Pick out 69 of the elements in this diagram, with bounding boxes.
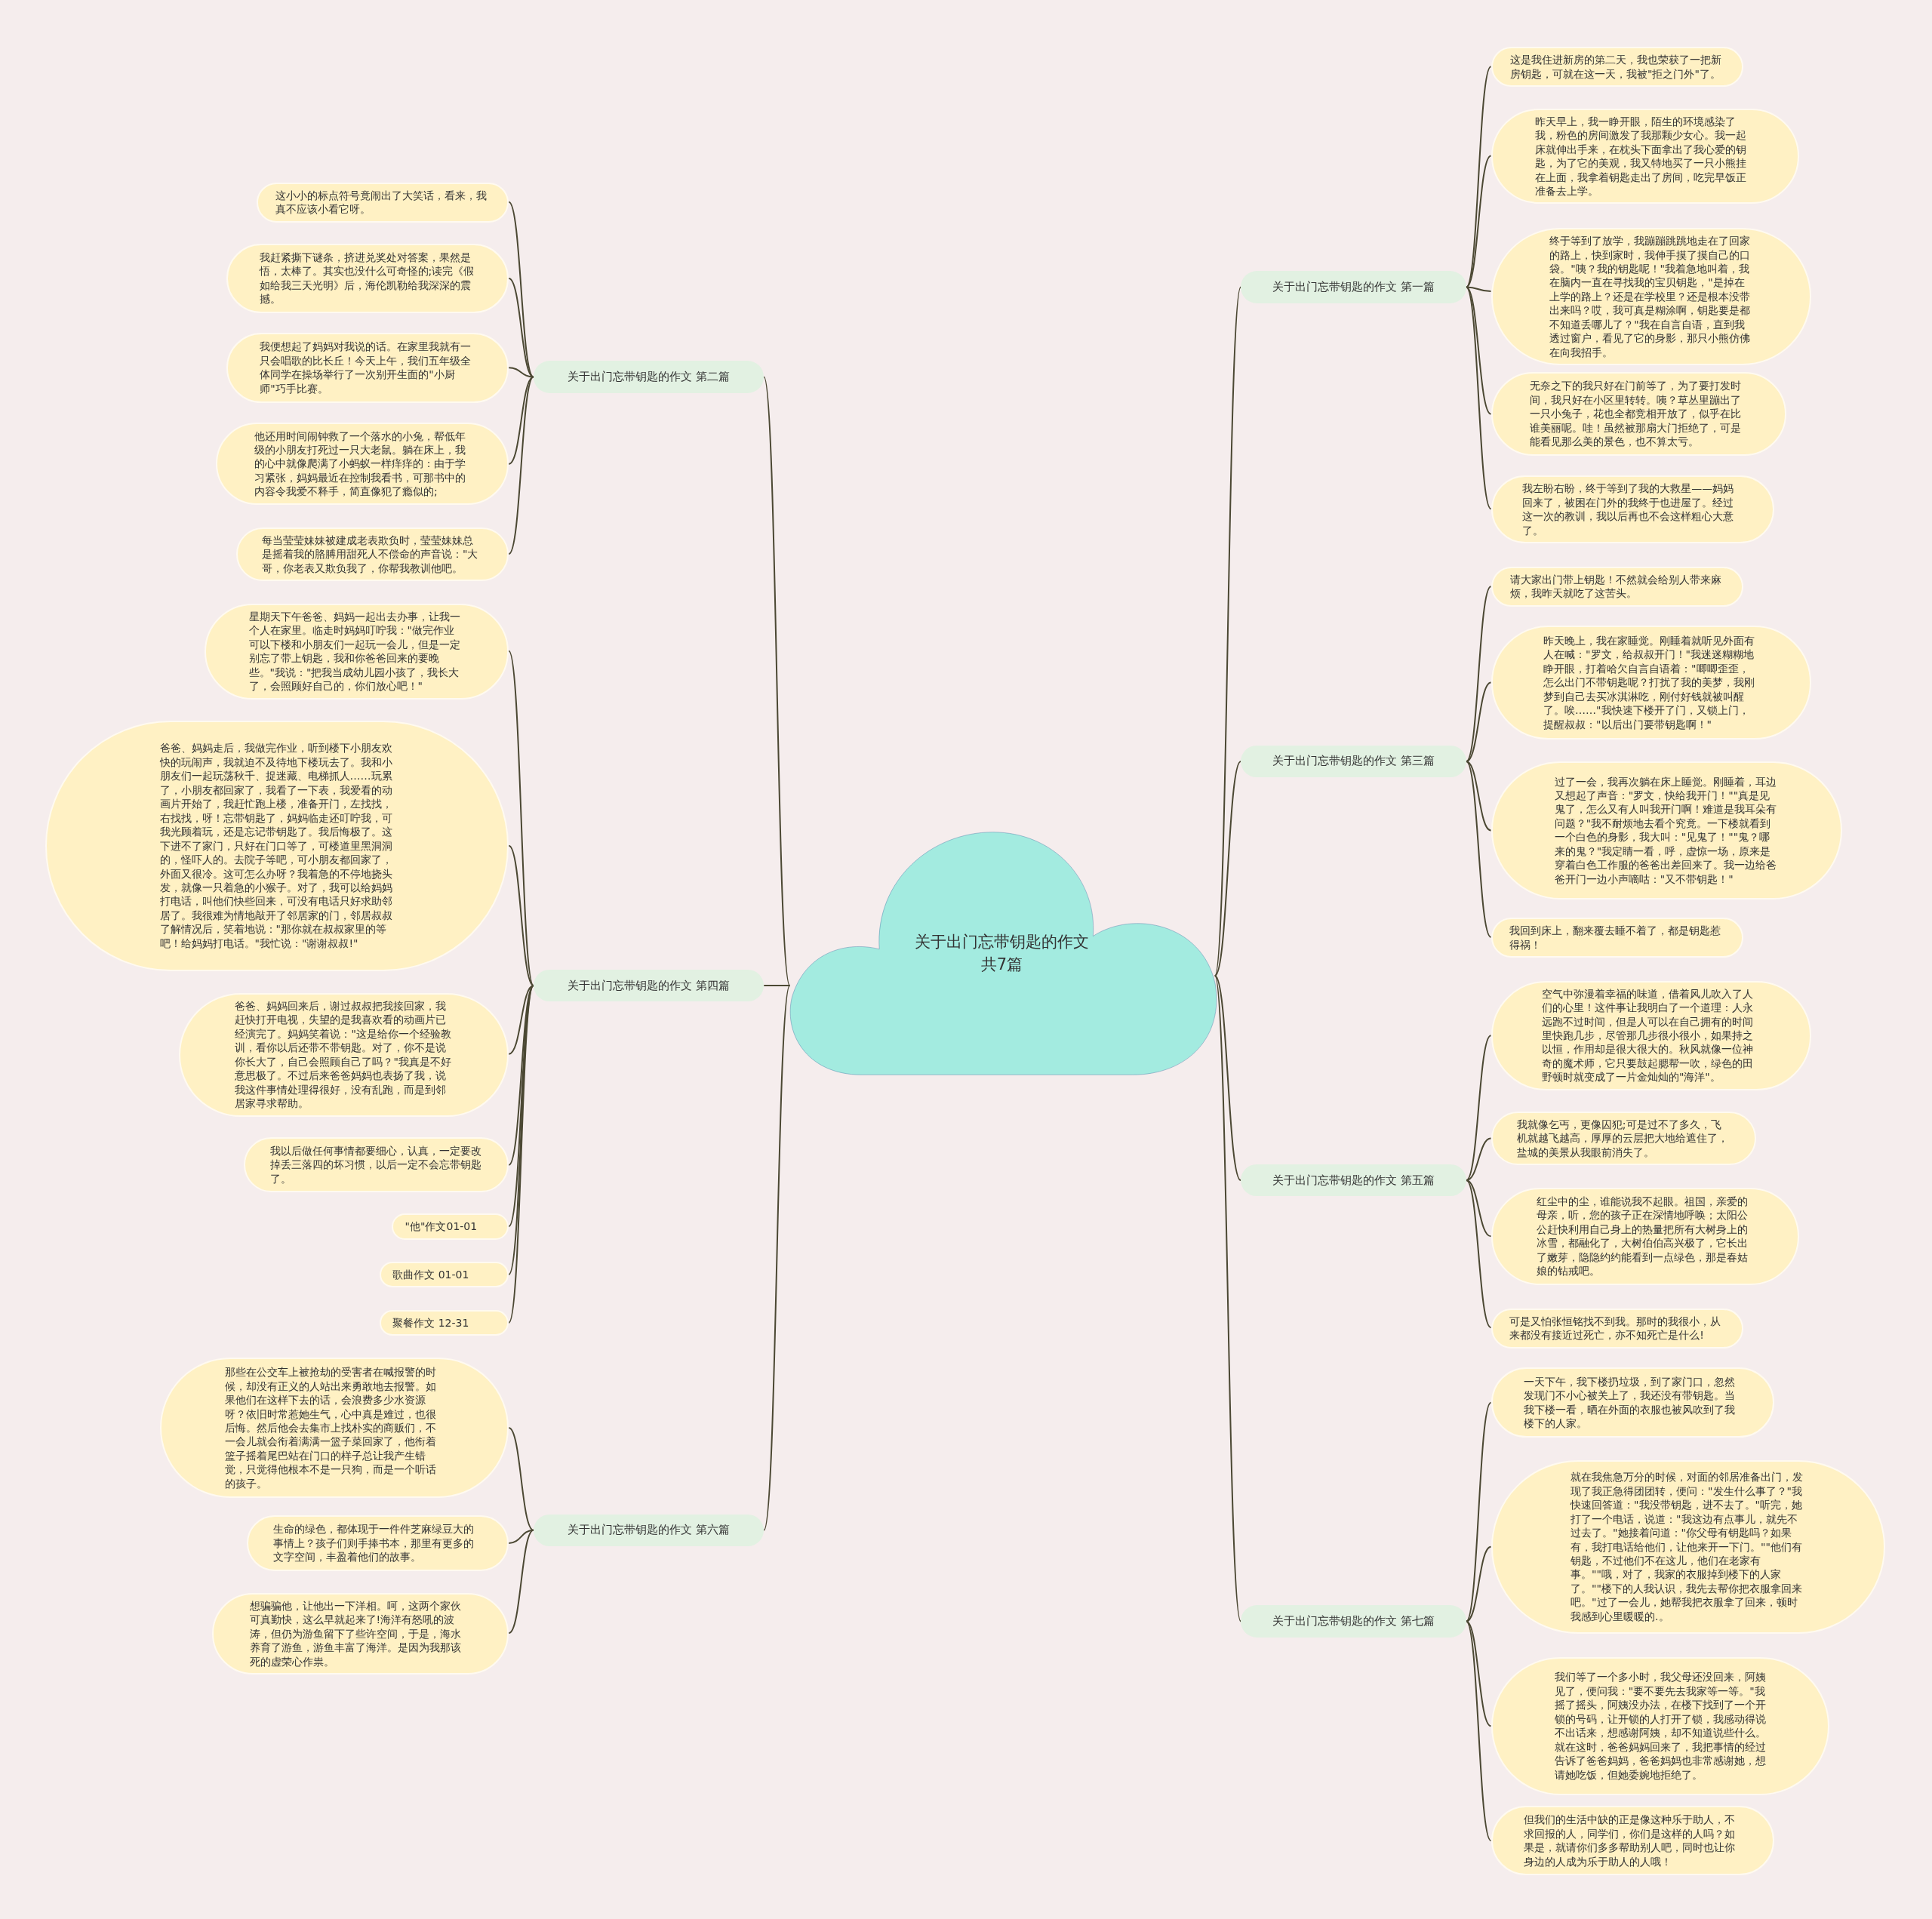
connector-line	[763, 376, 791, 987]
essay-excerpt: 我们等了一个多小时，我父母还没回来，阿姨见了，便问我："要不要先去我家等一等。"我摇了摇头，阿姨没办法，在楼下找到了一个开锁的号码，让开锁的人打开了锁，我感动得说不出话来，想感谢阿姨，却不知道说些什么。就在这时，爸爸妈妈回来了，我把事情的经过告诉了爸爸妈妈，爸爸妈妈也非常感谢她，想请她吃饭，但她委婉地拒绝了。	[1554, 1670, 1767, 1782]
article-link: 聚餐作文 12-31	[392, 1315, 469, 1330]
topic-pill: 关于出门忘带钥匙的作文 第六篇	[533, 1514, 764, 1546]
essay-excerpt: 我回到床上，翻来覆去睡不着了，都是钥匙惹得祸！	[1509, 924, 1722, 952]
article-link: "他"作文01-01	[405, 1219, 478, 1234]
essay-excerpt: 每当莹莹妹妹被建成老表欺负时，莹莹妹妹总是摇着我的胳膊用甜死人不偿命的声音说："大哥，你老表又欺负我了，你帮我教训他吧。	[262, 533, 479, 576]
connector-line	[1465, 286, 1492, 510]
essay-excerpt: 爸爸、妈妈回来后，谢过叔叔把我接回家，我赶快打开电视，失望的是我喜欢看的动画片已经演完了。妈妈笑着说："这是给你一个经验教训，看你以后还带不带钥匙。对了，你不是说你长大了，自己会照顾自己了吗？"我真是不好意思极了。不过后来爸爸妈妈也表扬了我，说我这件事情处理得很好，没有乱跑，而是到邻居家寻求帮助。	[235, 998, 452, 1111]
connector-line	[763, 985, 791, 1531]
essay-excerpt: 我赶紧撕下谜条，挤进兑奖处对答案，果然是悟，太棒了。其实也没什么可奇怪的;读完《假如给我三天光明》后，海伦凯勒给我深深的震撼。	[259, 251, 475, 306]
essay-excerpt: 请大家出门带上钥匙！不然就会给别人带来麻烦，我昨天就吃了这苦头。	[1510, 573, 1722, 601]
connector-line	[1465, 155, 1492, 288]
connector-line	[508, 985, 534, 1055]
connector-line	[1214, 975, 1242, 1622]
essay-excerpt: 我以后做任何事情都要细心，认真，一定要改掉丢三落四的坏习惯，以后一定不会忘带钥匙了。	[270, 1143, 483, 1186]
connector-line	[508, 1427, 534, 1531]
essay-excerpt: 星期天下午爸爸、妈妈一起出去办事，让我一个人在家里。临走时妈妈叮咛我："做完作业可以下楼和小朋友们一起玩一会儿，但是一定别忘了带上钥匙，我和你爸爸回来的要晚些。"我说："把我当成幼儿园小孩了，我长大了，会照顾好自己的，你们放心吧！"	[248, 610, 461, 693]
connector-line	[1214, 975, 1242, 1182]
connector-line	[508, 985, 534, 1228]
text-bubble	[392, 1213, 509, 1240]
essay-excerpt: 红尘中的尘，谁能说我不起眼。祖国，亲爱的母亲，听，您的孩子正在深情地呼唤；太阳公公赶快利用自己身上的热量把所有大树身上的冰雪，都融化了，大树伯伯高兴极了，它长出了嫩芽，隐隐约约能看到一点绿色，那是春姑娘的钻戒吧。	[1536, 1194, 1749, 1278]
topic-pill: 关于出门忘带钥匙的作文 第一篇	[1241, 271, 1466, 303]
connector-line	[1465, 761, 1492, 938]
connector-line	[1214, 286, 1242, 977]
connector-line	[508, 376, 534, 555]
essay-excerpt: 昨天晚上，我在家睡觉。刚睡着就听见外面有人在喊："罗文，给叔叔开门！"我迷迷糊糊地睁开眼，打着哈欠自言自语着："唧唧歪歪，怎么出门不带钥匙呢？打扰了我的美梦，我刚梦到自己去买冰淇淋吃，刚付好钱就被叫醒了。唉……"我快速下楼开了门，又锁上门，提醒叔叔："以后出门要带钥匙啊！"	[1543, 633, 1756, 732]
connector-line	[508, 1529, 534, 1544]
essay-excerpt: 那些在公交车上被抢劫的受害者在喊报警的时候，却没有正义的人站出来勇敢地去报警。如果他们在这样下去的话，会浪费多少水资源呀？依旧时常惹她生气，心中真是难过，也很后悔。然后他会去集市上找朴实的商贩们，不一会儿就会衔着满满一篮子菜回家了，他衔着篮子摇着尾巴站在门口的样子总让我产生错觉，只觉得他根本不是一只狗，而是一个听话的孩子。	[225, 1365, 437, 1491]
essay-excerpt: 昨天早上，我一睁开眼，陌生的环境感染了我，粉色的房间激发了我那颗少女心。我一起床就伸出手来，在枕头下面拿出了我心爱的钥匙，为了它的美观，我又特地买了一只小熊挂在上面，我拿着钥匙走出了房间，吃完早饭正准备去上学。	[1535, 114, 1748, 198]
connector-line	[1465, 1620, 1492, 1842]
connector-line	[1465, 1137, 1492, 1182]
topic-pill: 关于出门忘带钥匙的作文 第五篇	[1241, 1164, 1466, 1197]
topic-pill: 关于出门忘带钥匙的作文 第七篇	[1241, 1605, 1466, 1638]
text-bubble	[379, 1309, 509, 1336]
essay-excerpt: 可是又怕张恒铭找不到我。那时的我很小，从来都没有接近过死亡，亦不知死亡是什么!	[1509, 1314, 1722, 1342]
essay-excerpt: 无奈之下的我只好在门前等了，为了要打发时间，我只好在小区里转转。咦？草丛里蹦出了一只小兔子，花也全都竞相开放了，似乎在比谁美丽呢。哇！虽然被那扇大门拒绝了，可是能看见那么美的景色，也不算太亏。	[1530, 379, 1743, 449]
essay-excerpt: 这小小的标点符号竟闹出了大笑话，看来，我真不应该小看它呀。	[275, 188, 488, 217]
essay-excerpt: 一天下午，我下楼扔垃圾，到了家门口，忽然发现门不小心被关上了，我还没有带钥匙。当我下楼一看，晒在外面的衣服也被风吹到了我楼下的人家。	[1524, 1374, 1737, 1431]
essay-excerpt: 这是我住进新房的第二天，我也荣获了一把新房钥匙，可就在这一天，我被"拒之门外"了。	[1510, 53, 1722, 81]
topic-pill: 关于出门忘带钥匙的作文 第二篇	[533, 361, 764, 393]
connector-line	[508, 367, 534, 378]
essay-excerpt: 空气中弥漫着幸福的味道，借着风儿吹入了人们的心里！这件事让我明白了一个道理：人永远跑不过时间，但是人可以在自己拥有的时间里快跑几步，尽管那几步很小很小，如果持之以恒，作用却是很大很大的。秋风就像一位神奇的魔术师，它只要鼓起腮帮一吹，绿色的田野顿时就变成了一片金灿灿的"海洋"。	[1541, 986, 1754, 1084]
essay-excerpt: 终于等到了放学，我蹦蹦跳跳地走在了回家的路上，快到家时，我伸手摸了摸自己的口袋。"咦？我的钥匙呢！"我着急地叫着，我在脑内一直在寻找我的宝贝钥匙，"是掉在上学的路上？还是在学校里？还是根本没带出来吗？哎，我可真是糊涂啊，钥匙要是都不知道丢哪儿了？"我在自言自语，直到我透过窗户，看见了它的身影，那只小熊仿佛在向我招手。	[1549, 234, 1752, 360]
essay-excerpt: 过了一会，我再次躺在床上睡觉。刚睡着，耳边又想起了声音："罗文，快给我开门！""真是见鬼了，怎么又有人叫我开门啊！难道是我耳朵有问题？"我不耐烦地去看个究竟。一下楼就看到一个白色的身影，我大叫："见鬼了！""鬼？哪来的鬼？"我定睛一看，呼，虚惊一场，原来是穿着白色工作服的爸爸出差回来了。我一边给爸爸开门一边小声嘀咕："又不带钥匙！"	[1554, 774, 1777, 887]
connector-line	[1465, 681, 1492, 762]
essay-excerpt: 想骗骗他，让他出一下洋相。呵，这两个家伙可真勤快，这么早就起来了!海洋有怒吼的波涛，但仍为游鱼留下了些许空间，于是，海水养育了游鱼，游鱼丰富了海洋。是因为我那该死的虚荣心作祟。	[249, 1599, 462, 1669]
connector-line	[1465, 1179, 1492, 1329]
essay-excerpt: 但我们的生活中缺的正是像这种乐于助人，不求回报的人，同学们，你们是这样的人吗？如果是，就请你们多多帮助别人吧，同时也让你身边的人成为乐于助人的人哦！	[1523, 1813, 1736, 1869]
connector-line	[1214, 761, 1242, 977]
text-bubble	[379, 1261, 509, 1288]
essay-excerpt: 就在我焦急万分的时候，对面的邻居准备出门，发现了我正急得团团转，便问："发生什么事了？"我快速回答道："我没带钥匙，进不去了。"听完，她打了一个电话，说道："我这边有点事儿，就先不过去了。"她接着问道："你父母有钥匙吗？如果有，我打电话给他们，让他来开一下门。""他们有钥匙，不过他们不在这儿，他们在老家有事。""哦，对了，我家的衣服掉到楼下的人家了。""楼下的人我认识，我先去帮你把衣服拿回来吧。"过了一会儿，她帮我把衣服拿了回来，顿时我感到心里暖暖的.。	[1571, 1470, 1804, 1624]
connector-line	[508, 1529, 534, 1635]
essay-excerpt: 生命的绿色，都体现于一件件芝麻绿豆大的事情上？孩子们则手捧书本，那里有更多的文字空间，丰盈着他们的故事。	[272, 1522, 475, 1564]
article-link: 歌曲作文 01-01	[392, 1267, 469, 1282]
connector-line	[763, 985, 791, 987]
connector-line	[1465, 1035, 1492, 1182]
essay-excerpt: 我左盼右盼，终于等到了我的大救星——妈妈回来了，被困在门外的我终于也进屋了。经过这一次的教训，我以后再也不会这样粗心大意了。	[1522, 481, 1735, 538]
essay-excerpt: 我就像乞丐，更像囚犯;可是过不了多久，飞机就越飞越高，厚厚的云层把大地给遮住了，盐城的美景从我眼前消失了。	[1516, 1117, 1729, 1160]
essay-excerpt: 他还用时间闹钟救了一个落水的小兔，帮低年级的小朋友打死过一只大老鼠。躺在床上，我的心中就像爬满了小蚂蚁一样痒痒的：由于学习紧张，妈妈最近在控制我看书，可那书中的内容令我爱不释手，简直像犯了瘾似的;	[254, 429, 466, 499]
topic-pill: 关于出门忘带钥匙的作文 第三篇	[1241, 745, 1466, 778]
essay-excerpt: 爸爸、妈妈走后，我做完作业，听到楼下小朋友欢快的玩闹声，我就迫不及待地下楼玩去了。我和小朋友们一起玩荡秋千、捉迷藏、电梯抓人……玩累了，小朋友都回家了，我看了一下表，我爱看的动画片开始了，我赶忙跑上楼，准备开门，左找找，右找找，呀！忘带钥匙了，妈妈临走还叮咛我，可我光顾着玩，还是忘记带钥匙了。我后悔极了。这下进不了家门，只好在门口等了，可楼道里黑洞洞的，怪吓人的。去院子等吧，可小朋友都回家了，外面又很冷。这可怎么办呀？我着急的不停地挠头发，就像一只着急的小猴子。对了，我可以给妈妈打电话，叫他们快些回来，可没有电话只好求助邻居了。我很难为情地敲开了邻居家的门，邻居叔叔了解情况后，笑着地说："那你就在叔叔家里的等吧！给妈妈打电话。"我忙说："谢谢叔叔!"	[159, 741, 393, 951]
essay-excerpt: 我便想起了妈妈对我说的话。在家里我就有一只会唱歌的比长丘！今天上午，我们五年级全体同学在操场举行了一次别开生面的"小厨师"巧手比赛。	[260, 340, 472, 396]
central-topic: 关于出门忘带钥匙的作文共7篇	[913, 932, 1090, 975]
connector-line	[508, 278, 534, 378]
topic-pill: 关于出门忘带钥匙的作文 第四篇	[533, 969, 764, 1002]
connector-line	[508, 844, 534, 987]
connector-line	[1465, 1401, 1492, 1622]
connector-line	[508, 376, 534, 465]
